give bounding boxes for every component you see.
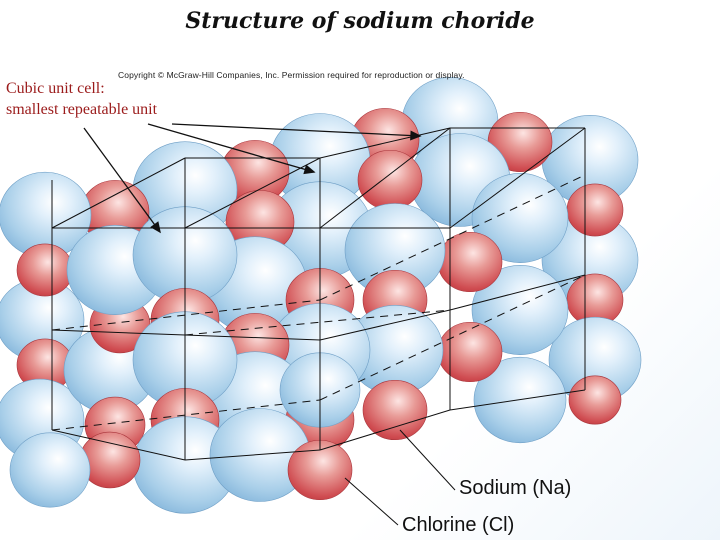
sodium-atom	[566, 183, 624, 237]
hidden-cell-edge	[319, 274, 586, 401]
cell-edge	[184, 334, 321, 341]
callout-arrow-line	[83, 127, 161, 233]
sodium-atom	[362, 379, 428, 441]
cell-edge	[51, 157, 186, 229]
cell-edge	[449, 127, 586, 229]
legend-leader-line	[344, 477, 399, 526]
legend-leader-line	[399, 429, 456, 491]
callout-line-1: Cubic unit cell:	[6, 80, 105, 97]
legend-chlorine: Chlorine (Cl)	[402, 514, 515, 536]
hidden-cell-edge	[319, 174, 586, 301]
cell-edge	[51, 429, 186, 461]
chlorine-atom	[471, 173, 569, 263]
cell-edge	[319, 127, 451, 159]
cell-edge	[184, 157, 321, 229]
callout-arrow-line	[147, 123, 315, 173]
slide-title: Structure of sodium choride	[185, 8, 535, 34]
callout-line-2: smallest repeatable unit	[6, 101, 158, 118]
sodium-atom	[437, 231, 503, 293]
unit-cell-lines	[51, 127, 586, 461]
chlorine-atom	[471, 265, 569, 355]
chlorine-atom	[9, 432, 91, 508]
callout-arrows	[83, 123, 456, 526]
callout-arrow-line	[171, 123, 421, 137]
cell-edge	[449, 274, 586, 311]
legend-sodium: Sodium (Na)	[459, 477, 572, 499]
copyright-notice: Copyright © McGraw-Hill Companies, Inc. …	[118, 70, 465, 80]
cell-edge	[319, 409, 451, 451]
callout-arrowhead	[410, 130, 422, 141]
cell-edge	[319, 309, 451, 341]
cell-edge	[319, 127, 451, 229]
callout-arrowhead	[303, 164, 316, 175]
sodium-atom	[437, 321, 503, 383]
cell-edge	[51, 329, 186, 336]
hidden-cell-edge	[184, 309, 451, 336]
hidden-cell-edge	[51, 399, 321, 431]
sodium-atom	[16, 243, 74, 297]
hidden-cell-edge	[51, 299, 321, 331]
sodium-atom	[568, 375, 622, 425]
unit-cell-callout: Cubic unit cell: smallest repeatable uni…	[6, 78, 157, 120]
sodium-atom	[357, 149, 423, 211]
cell-edge	[449, 389, 586, 411]
callout-arrowhead	[150, 221, 161, 234]
cell-edge	[184, 449, 321, 461]
